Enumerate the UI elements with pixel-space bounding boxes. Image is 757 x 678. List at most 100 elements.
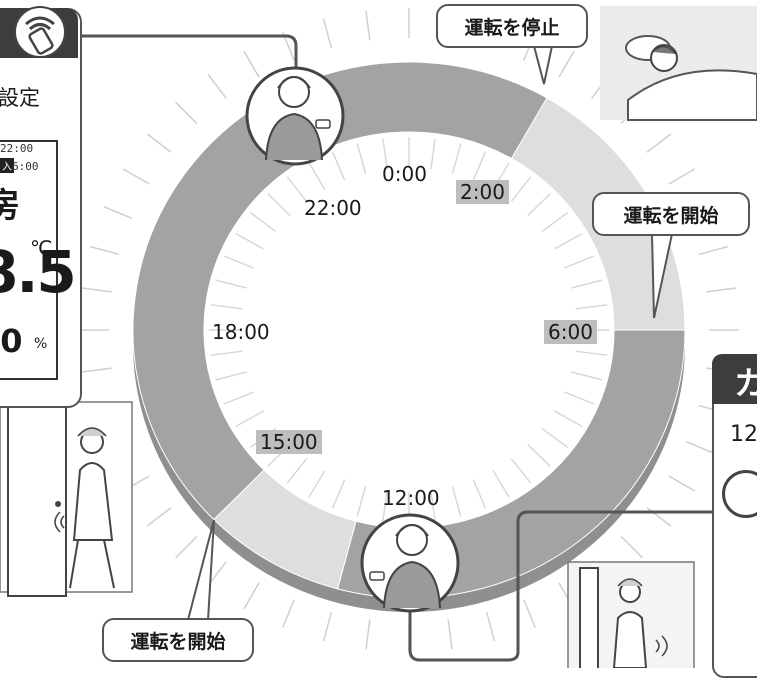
lcd-on-timer: 6:00	[12, 160, 39, 173]
outer-ray	[485, 611, 496, 642]
outer-ray	[558, 50, 575, 78]
outer-ray	[685, 441, 715, 454]
inner-ray	[575, 350, 608, 356]
inner-ray	[331, 479, 346, 509]
remote-setting-label: 設定	[0, 86, 40, 110]
outer-ray	[81, 287, 112, 293]
lcd-degree-symbol: ℃	[30, 236, 53, 260]
clock-icon	[722, 470, 757, 518]
outer-ray	[365, 619, 371, 650]
outer-ray	[646, 133, 672, 153]
time-label-18: 18:00	[212, 320, 270, 344]
inner-ray	[308, 162, 326, 191]
outer-ray	[646, 507, 672, 527]
outer-ray	[146, 507, 172, 527]
callout-stop-operation: 運転を停止	[436, 4, 588, 48]
inner-ray	[235, 410, 264, 428]
outer-ray	[447, 619, 453, 650]
connector-line-panel	[408, 510, 712, 662]
outer-ray	[668, 475, 696, 492]
inner-ray	[451, 143, 462, 174]
outer-ray	[146, 133, 172, 153]
person-avatar-top	[245, 66, 345, 166]
inner-ray	[571, 371, 603, 381]
outer-ray	[175, 101, 198, 125]
inner-ray	[235, 232, 264, 250]
inner-ray	[223, 255, 255, 269]
right-panel-header	[712, 354, 757, 404]
inner-ray	[554, 410, 583, 428]
outer-ray	[207, 74, 227, 99]
lcd-mode-text: 房	[0, 186, 20, 226]
inner-ray	[356, 486, 367, 517]
inner-ray	[541, 211, 569, 232]
outer-ray	[90, 245, 120, 256]
inner-ray	[510, 458, 532, 484]
sleeping-person-illustration	[600, 6, 757, 121]
lcd-temperature: 8.5	[0, 238, 77, 306]
lcd-humidity: 60	[0, 322, 23, 360]
inner-ray	[541, 428, 569, 449]
inner-ray	[210, 304, 243, 310]
inner-ray	[575, 304, 608, 310]
inner-ray	[563, 255, 595, 269]
inner-ray	[527, 193, 551, 216]
outer-ray	[706, 287, 737, 293]
outer-ray	[322, 18, 333, 49]
inner-ray	[492, 469, 510, 498]
inner-ray	[215, 371, 247, 381]
wifi-smartphone-icon	[14, 6, 66, 58]
entering-door-illustration	[0, 401, 133, 597]
callout-start-operation-morning: 運転を開始	[592, 192, 750, 236]
time-label-0: 0:00	[382, 162, 427, 186]
time-label-22: 22:00	[304, 196, 362, 220]
outer-ray	[243, 582, 260, 610]
person-avatar-bottom	[360, 513, 460, 613]
remote-lcd-screen	[0, 140, 58, 380]
inner-ray	[267, 193, 291, 216]
inner-ray	[430, 490, 436, 522]
ring-inner-disk	[204, 132, 614, 528]
inner-ray	[356, 143, 367, 174]
outer-ray	[103, 206, 133, 219]
inner-ray	[571, 279, 603, 289]
outer-ray	[243, 50, 260, 78]
lcd-on-badge: 入	[0, 158, 14, 173]
inner-ray	[472, 151, 487, 181]
outer-ray	[698, 245, 728, 256]
outer-ray	[365, 10, 371, 41]
time-label-15: 15:00	[256, 430, 322, 454]
outer-ray	[81, 367, 112, 373]
outer-ray	[322, 611, 333, 642]
outer-ray	[122, 168, 150, 185]
connector-line-remote	[78, 34, 298, 72]
outer-ray	[620, 535, 643, 559]
inner-ray	[472, 479, 487, 509]
right-panel-header-text: カ	[734, 364, 757, 402]
right-panel-time-text: 12	[730, 422, 757, 447]
callout-start-operation-evening: 運転を開始	[102, 618, 254, 662]
inner-ray	[382, 490, 388, 522]
inner-ray	[249, 211, 277, 232]
inner-ray	[510, 176, 532, 202]
outer-ray	[175, 535, 198, 559]
time-label-6: 6:00	[544, 320, 597, 344]
outer-ray	[523, 599, 536, 628]
inner-ray	[210, 350, 243, 356]
inner-ray	[331, 151, 346, 181]
lcd-off-timer: 22:00	[0, 142, 34, 155]
outer-ray	[282, 599, 295, 628]
inner-ray	[382, 138, 388, 170]
inner-ray	[451, 486, 462, 517]
inner-ray	[286, 458, 308, 484]
inner-ray	[554, 232, 583, 250]
inner-ray	[215, 279, 247, 289]
lcd-percent-symbol: %	[34, 336, 48, 352]
inner-ray	[223, 391, 255, 405]
inner-ray	[527, 444, 551, 467]
inner-ray	[430, 138, 436, 170]
leaving-door-illustration	[567, 561, 695, 668]
outer-ray	[668, 168, 696, 185]
inner-ray	[286, 176, 308, 202]
